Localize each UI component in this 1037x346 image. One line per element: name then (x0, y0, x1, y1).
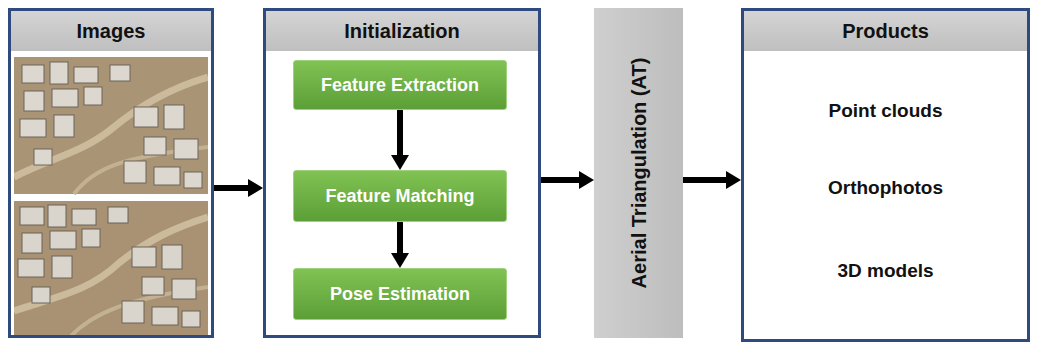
panel-title: Initialization (344, 20, 460, 43)
arrow-head (726, 171, 741, 189)
aerial-photos (14, 57, 208, 338)
product-item: Orthophotos (744, 176, 1027, 200)
process-box: Feature Extraction (293, 60, 507, 110)
flow-arrow (683, 171, 741, 189)
aerial-photo (14, 201, 208, 338)
product-item: 3D models (744, 259, 1027, 283)
step-label: Feature Extraction (321, 75, 479, 96)
arrow-shaft (214, 185, 249, 191)
stage-panel: Images (8, 8, 214, 338)
flow-arrow (391, 222, 409, 268)
panel-header: Initialization (266, 11, 538, 51)
arrow-head (579, 171, 594, 189)
panel-header: Images (11, 11, 211, 51)
process-box: Feature Matching (293, 170, 507, 222)
arrow-shaft (397, 222, 403, 254)
panel-header: Products (744, 11, 1027, 51)
arrow-head (391, 253, 409, 268)
flow-arrow (541, 171, 594, 189)
step-label: Feature Matching (325, 186, 474, 207)
arrow-head (248, 179, 263, 197)
stage-panel: ProductsPoint cloudsOrthophotos 3D models (741, 8, 1030, 342)
arrow-shaft (683, 177, 727, 183)
step-label: Pose Estimation (330, 284, 470, 305)
panel-title: Images (77, 20, 146, 43)
stage-panel: InitializationFeature ExtractionFeature … (263, 8, 541, 338)
product-item: Point clouds (744, 99, 1027, 123)
panel-title: Products (842, 20, 929, 43)
arrow-head (391, 155, 409, 170)
flow-arrow (391, 110, 409, 170)
arrow-shaft (397, 110, 403, 156)
stage-bar: Aerial Triangulation (AT) (594, 8, 683, 338)
arrow-shaft (541, 177, 580, 183)
stage-label: Aerial Triangulation (AT) (627, 58, 650, 289)
aerial-photo (14, 57, 208, 194)
process-box: Pose Estimation (293, 268, 507, 320)
flow-arrow (214, 179, 263, 197)
